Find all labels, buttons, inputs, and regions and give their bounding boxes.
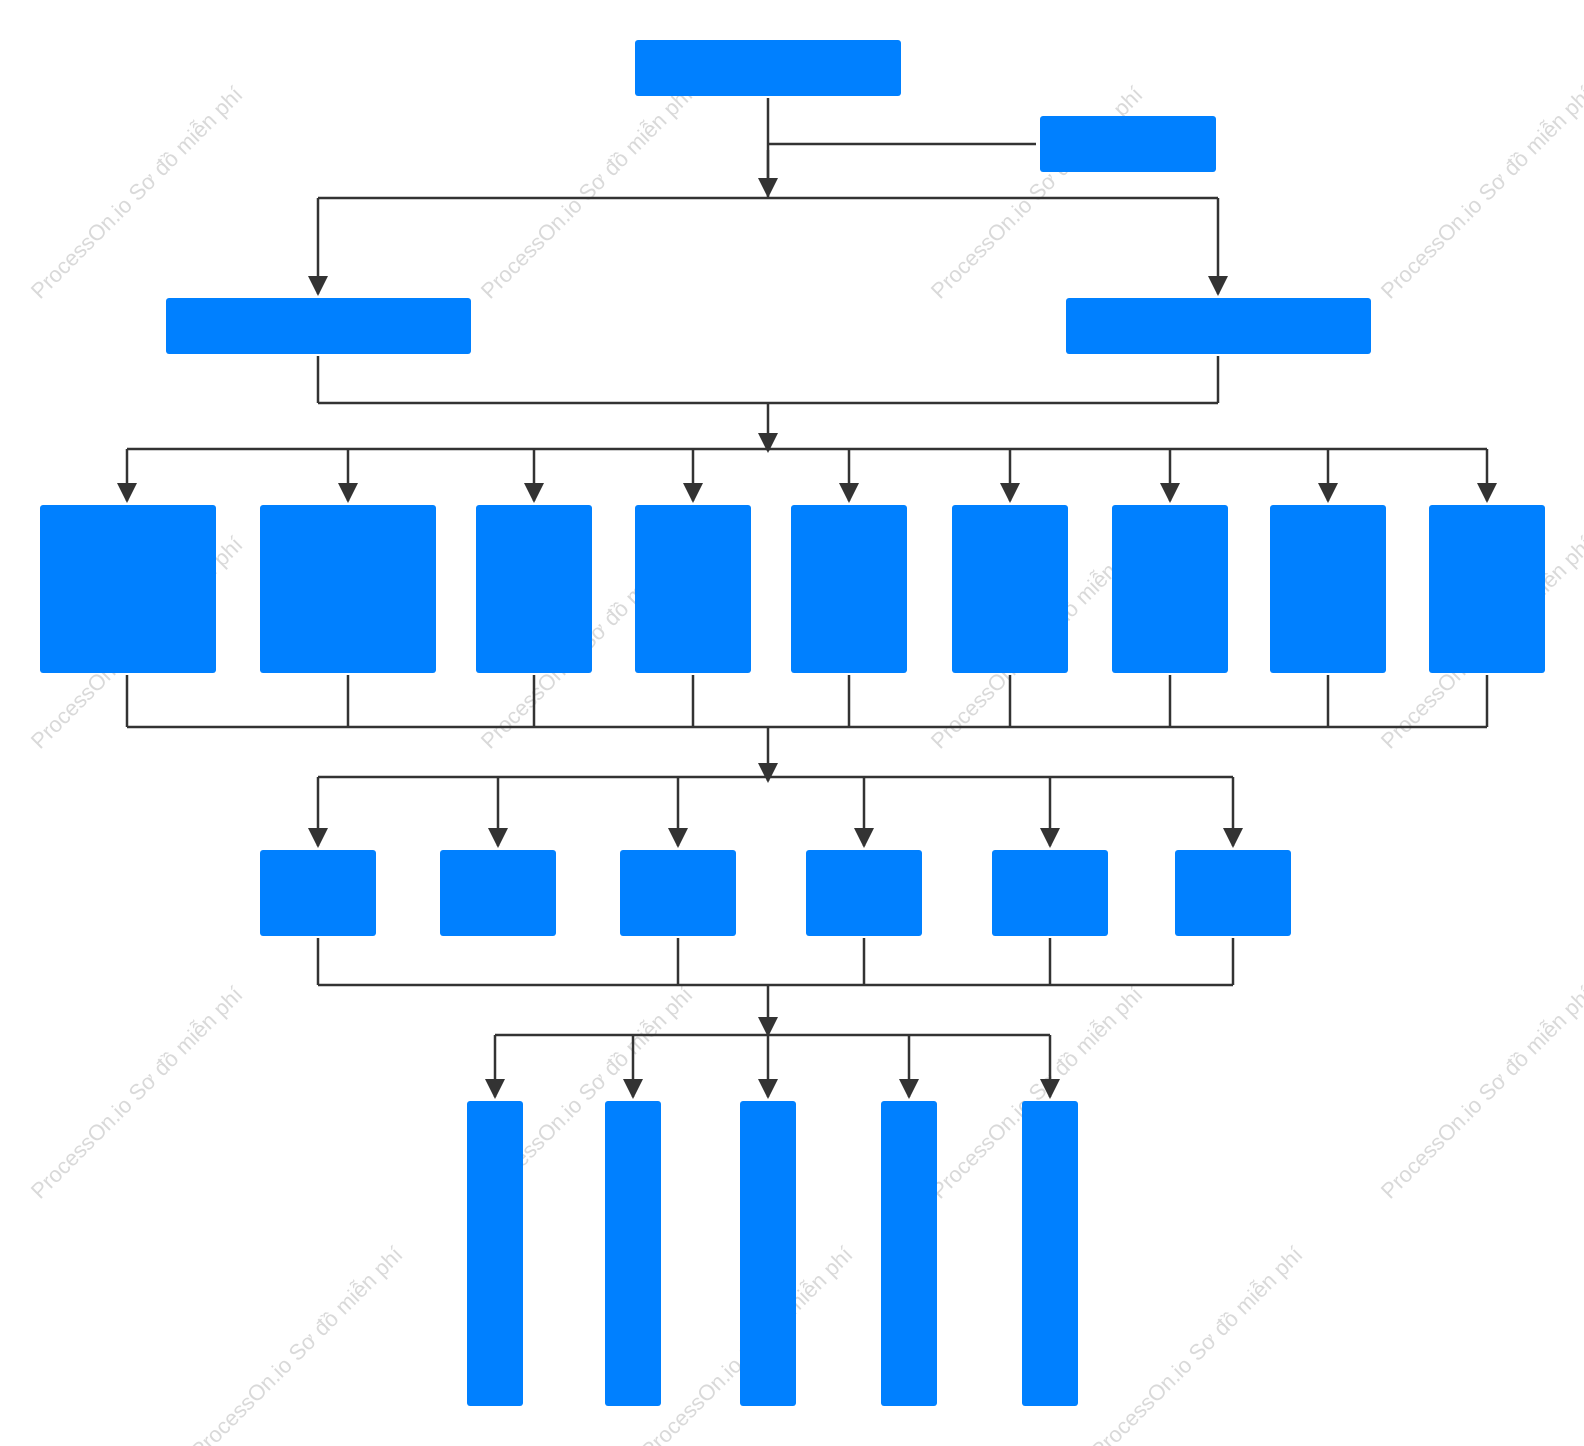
node-level5-3 (740, 1101, 796, 1406)
node-level3-1 (40, 505, 216, 673)
node-level4-4 (806, 850, 922, 936)
node-level4-3 (620, 850, 736, 936)
node-level5-1 (467, 1101, 523, 1406)
node-level3-9 (1429, 505, 1545, 673)
node-level3-6 (952, 505, 1068, 673)
watermark-text: ProcessOn.io Sơ đồ miễn phí (926, 82, 1148, 304)
connector-layer (117, 98, 1497, 1099)
node-level3-8 (1270, 505, 1386, 673)
node-level5-5 (1022, 1101, 1078, 1406)
node-level3-4 (635, 505, 751, 673)
node-level2-left (166, 298, 471, 354)
watermark-text: ProcessOn.io Sơ đồ miễn phí (476, 82, 698, 304)
node-level3-5 (791, 505, 907, 673)
node-level5-4 (881, 1101, 937, 1406)
watermark-text: ProcessOn.io Sơ đồ miễn phí (1376, 982, 1584, 1204)
node-root-side (1040, 116, 1216, 172)
node-level4-5 (992, 850, 1108, 936)
watermark-text: ProcessOn.io Sơ đồ miễn phí (186, 1242, 408, 1446)
node-level4-6 (1175, 850, 1291, 936)
node-level4-2 (440, 850, 556, 936)
node-level3-7 (1112, 505, 1228, 673)
watermark-text: ProcessOn.io Sơ đồ miễn phí (26, 982, 248, 1204)
node-level2-right (1066, 298, 1371, 354)
node-level5-2 (605, 1101, 661, 1406)
watermark-text: ProcessOn.io Sơ đồ miễn phí (1376, 82, 1584, 304)
watermark-text: ProcessOn.io Sơ đồ miễn phí (1086, 1242, 1308, 1446)
node-level3-3 (476, 505, 592, 673)
node-root (635, 40, 901, 96)
node-layer (40, 40, 1545, 1406)
node-level3-2 (260, 505, 436, 673)
watermark-text: ProcessOn.io Sơ đồ miễn phí (26, 82, 248, 304)
node-level4-1 (260, 850, 376, 936)
